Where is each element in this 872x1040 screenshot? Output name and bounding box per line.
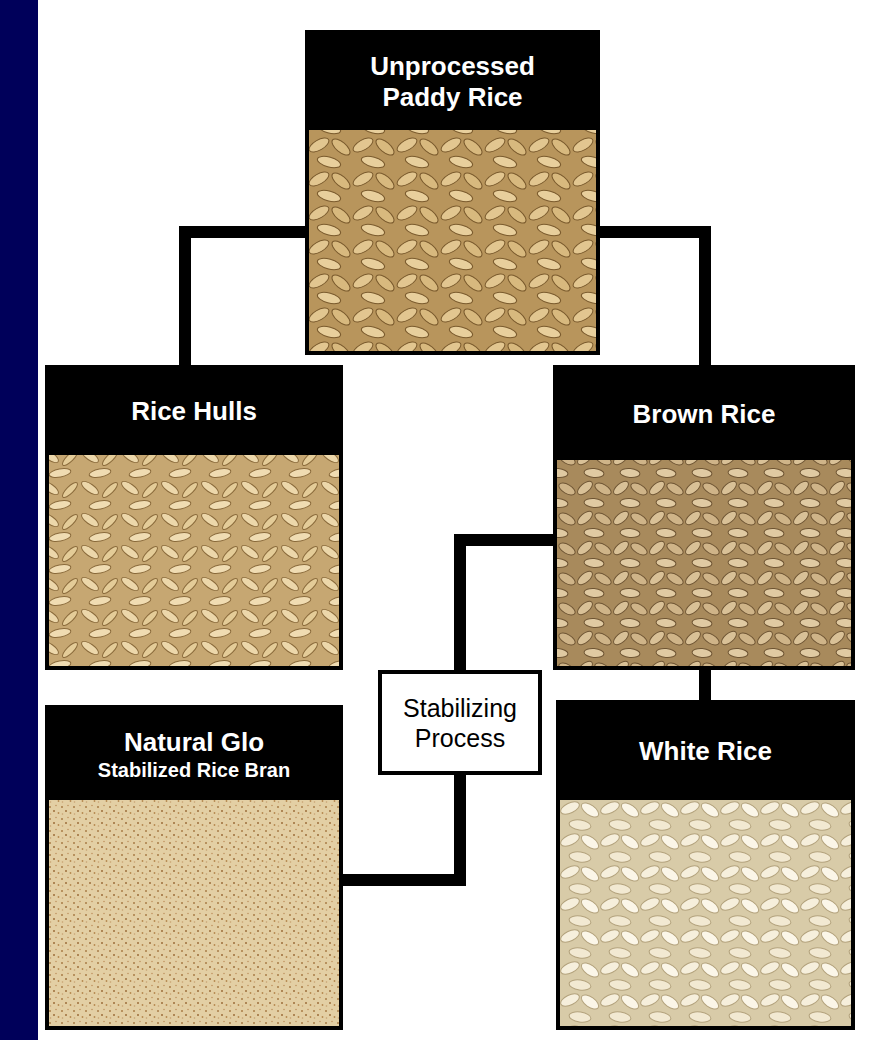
box-header: Rice Hulls — [49, 369, 339, 455]
box-title: White Rice — [639, 736, 772, 767]
connector-line — [600, 232, 705, 365]
hull-grains — [45, 365, 343, 670]
grain-box: Rice Hulls — [45, 365, 343, 670]
box-title: Rice Hulls — [131, 396, 257, 427]
connector-path — [185, 232, 305, 365]
box-title: Stabilized Rice Bran — [98, 758, 290, 782]
box-header: Unprocessed Paddy Rice — [309, 34, 596, 130]
box-title: Natural Glo — [124, 727, 264, 758]
connector-line — [343, 775, 460, 880]
box-title: Brown Rice — [632, 399, 775, 430]
navy-strip — [0, 0, 38, 1040]
bran-powder — [45, 705, 343, 1030]
connector-line — [185, 232, 305, 365]
box-header: Brown Rice — [557, 369, 851, 460]
grain-box: Natural GloStabilized Rice Bran — [45, 705, 343, 1030]
connector-path — [600, 232, 705, 365]
white-grains — [556, 700, 855, 1030]
grain-box: Brown Rice — [553, 365, 855, 670]
process-box: Stabilizing Process — [378, 670, 542, 775]
grain-box: Unprocessed Paddy Rice — [305, 30, 600, 355]
connector-line — [460, 540, 553, 670]
box-title: Unprocessed Paddy Rice — [345, 51, 560, 113]
paddy-grains — [305, 30, 600, 355]
connector-path — [699, 670, 711, 700]
connector-line — [705, 670, 706, 700]
brown-grains — [553, 365, 855, 670]
connector-path — [343, 775, 460, 880]
grain-box: White Rice — [556, 700, 855, 1030]
box-header: White Rice — [560, 704, 851, 800]
connector-path — [460, 540, 553, 670]
process-label: Stabilizing Process — [390, 693, 530, 753]
box-header: Natural GloStabilized Rice Bran — [49, 709, 339, 800]
